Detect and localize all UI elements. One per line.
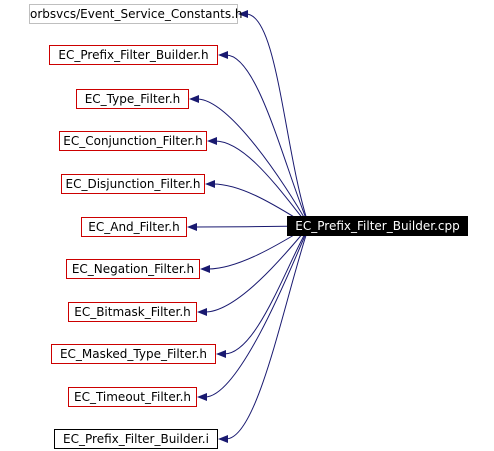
node-event-service-constants-h[interactable]: orbsvcs/Event_Service_Constants.h bbox=[29, 4, 242, 24]
include-edge bbox=[204, 225, 310, 313]
include-edge bbox=[225, 54, 310, 227]
edge-arrowhead bbox=[218, 435, 228, 443]
edge-arrowhead bbox=[200, 265, 210, 273]
include-edge bbox=[214, 140, 310, 227]
node-disjunction-filter-h[interactable]: EC_Disjunction_Filter.h bbox=[61, 174, 205, 194]
include-edge bbox=[223, 225, 310, 355]
include-edge bbox=[225, 225, 310, 440]
node-type-filter-h[interactable]: EC_Type_Filter.h bbox=[76, 89, 189, 109]
node-masked-type-filter-h[interactable]: EC_Masked_Type_Filter.h bbox=[51, 344, 216, 364]
node-and-filter-h[interactable]: EC_And_Filter.h bbox=[81, 217, 187, 237]
edge-arrowhead bbox=[207, 137, 217, 145]
include-edge bbox=[204, 225, 310, 398]
edge-arrowhead bbox=[187, 223, 197, 231]
node-negation-filter-h[interactable]: EC_Negation_Filter.h bbox=[66, 259, 200, 279]
node-bitmask-filter-h[interactable]: EC_Bitmask_Filter.h bbox=[68, 302, 197, 322]
edge-arrowhead bbox=[197, 308, 207, 316]
node-conjunction-filter-h[interactable]: EC_Conjunction_Filter.h bbox=[59, 131, 207, 151]
edge-arrowhead bbox=[197, 393, 207, 401]
edge-arrowhead bbox=[218, 51, 228, 59]
node-prefix-filter-builder-i[interactable]: EC_Prefix_Filter_Builder.i bbox=[54, 429, 218, 449]
include-edge bbox=[196, 98, 310, 227]
edge-arrowhead bbox=[238, 10, 248, 18]
edge-arrowhead bbox=[189, 95, 199, 103]
node-prefix-filter-builder-cpp: EC_Prefix_Filter_Builder.cpp bbox=[287, 216, 468, 236]
node-timeout-filter-h[interactable]: EC_Timeout_Filter.h bbox=[68, 387, 197, 407]
node-prefix-filter-builder-h[interactable]: EC_Prefix_Filter_Builder.h bbox=[49, 45, 218, 65]
include-edge bbox=[245, 13, 310, 227]
edge-arrowhead bbox=[205, 180, 215, 188]
edge-arrowhead bbox=[216, 350, 226, 358]
